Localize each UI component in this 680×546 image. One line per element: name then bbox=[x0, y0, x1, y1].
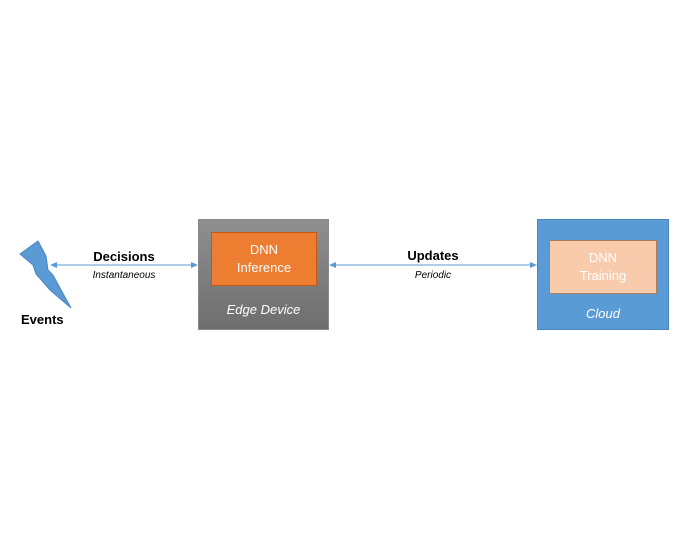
lightning-icon bbox=[19, 240, 72, 309]
decisions-sublabel: Instantaneous bbox=[92, 270, 156, 281]
edge-device-label: Edge Device bbox=[226, 302, 301, 317]
events-label: Events bbox=[21, 312, 64, 327]
decisions-label: Decisions bbox=[93, 249, 155, 264]
decisions-arrow bbox=[50, 262, 198, 268]
dnn-training-line1: DNN bbox=[588, 250, 618, 265]
cloud-label: Cloud bbox=[586, 306, 620, 321]
dnn-inference-line1: DNN bbox=[249, 242, 279, 257]
updates-sublabel: Periodic bbox=[414, 270, 452, 281]
dnn-training-box: DNN Training bbox=[549, 240, 657, 294]
dnn-training-line2: Training bbox=[579, 268, 627, 283]
updates-label: Updates bbox=[407, 248, 459, 263]
dnn-inference-line2: Inference bbox=[236, 260, 292, 275]
updates-arrow bbox=[329, 262, 537, 268]
dnn-inference-box: DNN Inference bbox=[211, 232, 317, 286]
